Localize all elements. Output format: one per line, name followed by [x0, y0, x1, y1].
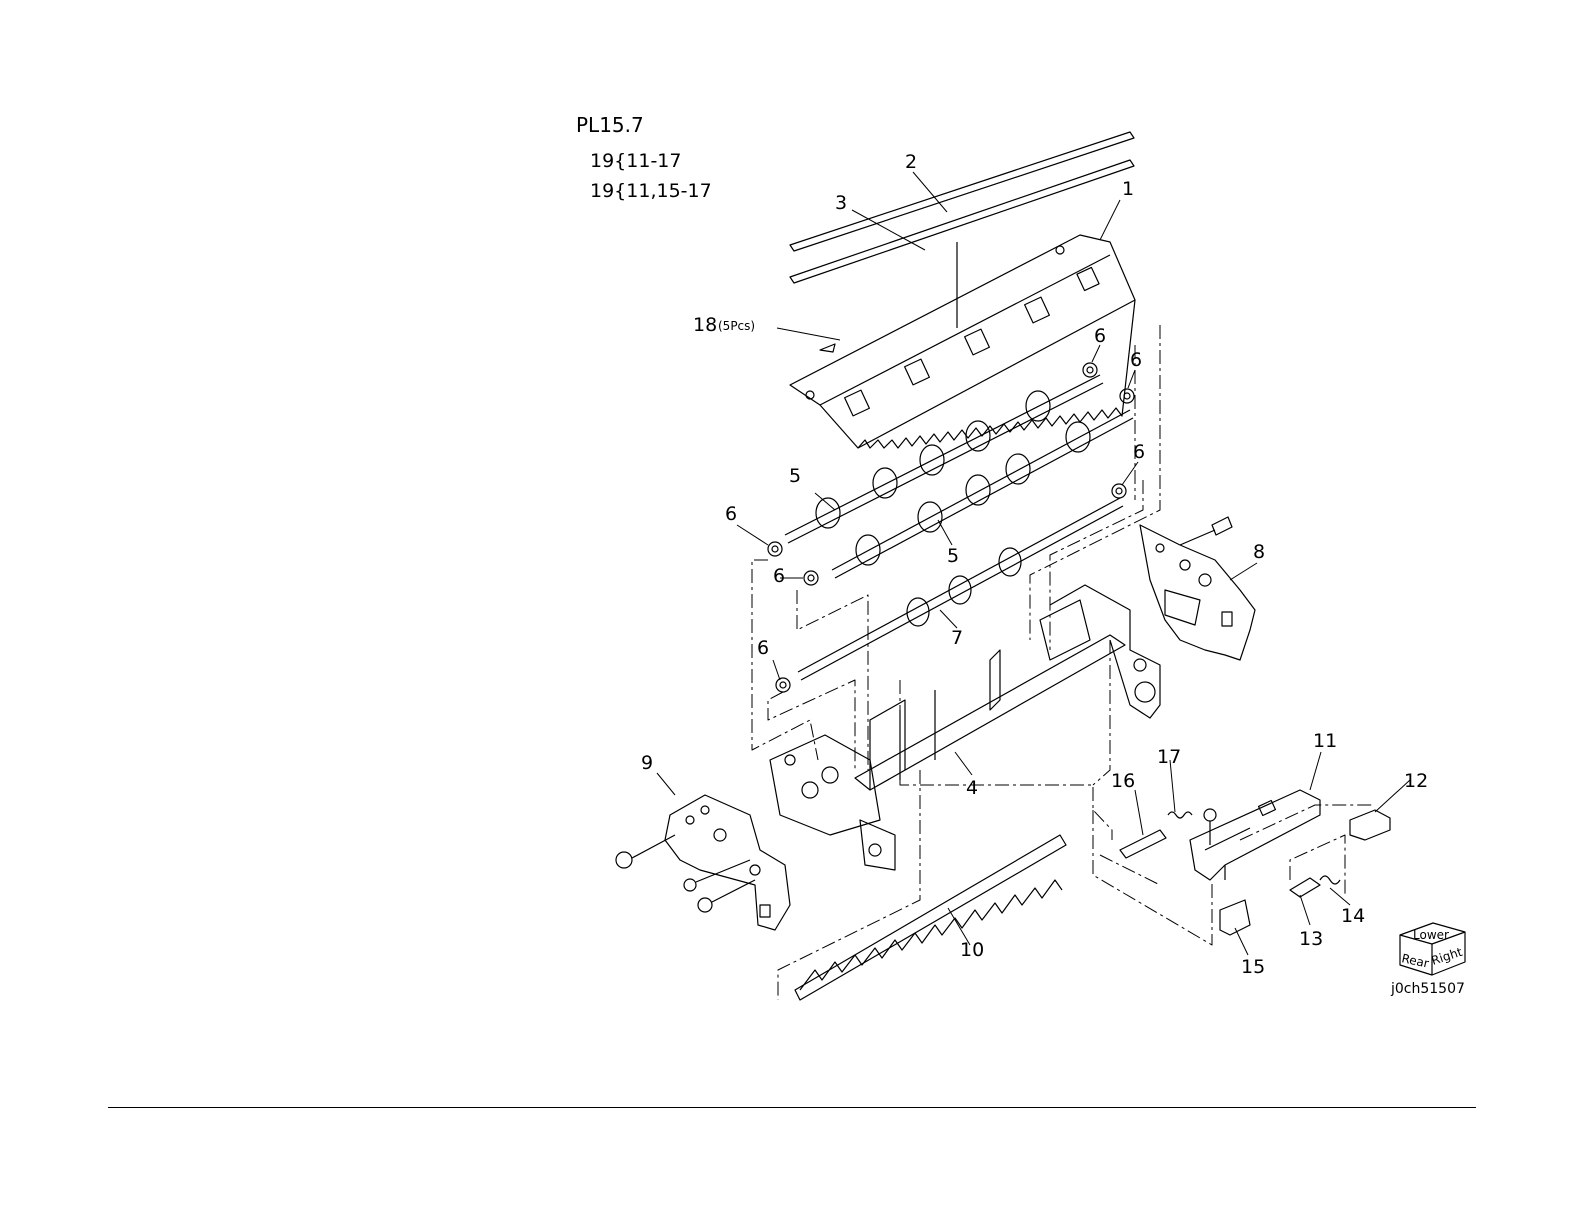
part-5-roller-upper: [785, 375, 1103, 543]
callout-8: 8: [1253, 541, 1265, 563]
callout-6-f: 6: [757, 637, 769, 659]
part-15-sensor: [1220, 900, 1250, 935]
callout-13: 13: [1299, 928, 1323, 950]
part-17-spring: [1168, 812, 1192, 818]
callout-11: 11: [1313, 730, 1337, 752]
callout-14: 14: [1341, 905, 1365, 927]
part-3-film: [790, 160, 1134, 283]
callout-10: 10: [960, 939, 984, 961]
callout-6-a: 6: [1094, 325, 1106, 347]
footer-rule: [108, 1107, 1476, 1108]
callout-6-c: 6: [1133, 441, 1145, 463]
callout-15: 15: [1241, 956, 1265, 978]
callout-18: 18: [693, 314, 717, 336]
callout-6-e: 6: [773, 565, 785, 587]
part-11-sensor-bracket: [1190, 790, 1320, 880]
part-8-right-bracket: [1140, 517, 1255, 660]
callout-12: 12: [1404, 770, 1428, 792]
cube-label-lower: Lower: [1413, 928, 1449, 942]
part-18-clip: [820, 344, 835, 352]
cube-label-rear: Rear: [1400, 951, 1430, 970]
callout-4: 4: [966, 777, 978, 799]
callout-7: 7: [951, 627, 963, 649]
image-code: j0ch51507: [1391, 981, 1465, 997]
callout-5-upper: 5: [789, 465, 801, 487]
part-9-left-bracket: [616, 795, 790, 930]
part-13-actuator: [1290, 878, 1320, 897]
part-10-lower-guide: [795, 835, 1066, 1000]
callout-3: 3: [835, 192, 847, 214]
callout-6-b: 6: [1130, 349, 1142, 371]
callout-2: 2: [905, 151, 917, 173]
callout-6-d: 6: [725, 503, 737, 525]
part-14-spring: [1320, 876, 1340, 884]
part-12-sensor: [1350, 810, 1390, 840]
callout-1: 1: [1122, 178, 1134, 200]
callout-16: 16: [1111, 770, 1135, 792]
callout-17: 17: [1157, 746, 1181, 768]
callout-9: 9: [641, 752, 653, 774]
callout-5-lower: 5: [947, 545, 959, 567]
callout-18-quantity: (5Pcs): [718, 319, 755, 333]
part-4-frame: [770, 585, 1160, 870]
part-7-roller: [798, 498, 1123, 680]
